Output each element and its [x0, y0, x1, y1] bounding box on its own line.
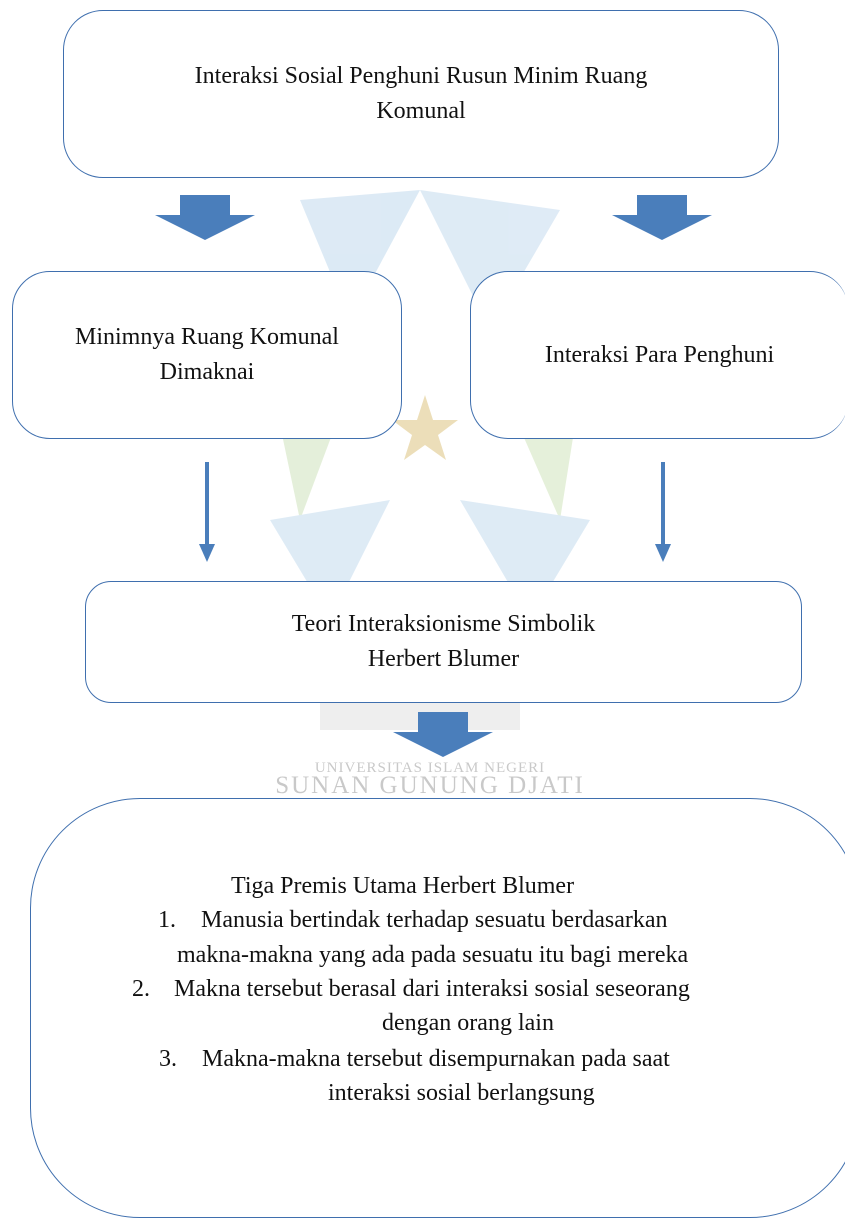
- theory-box-line2: Herbert Blumer: [367, 646, 520, 672]
- theory-box: Teori Interaksionisme Simbolik Herbert B…: [85, 581, 802, 703]
- top-box-line2: Komunal: [376, 98, 466, 124]
- premis-item-line1: Manusia bertindak terhadap sesuatu berda…: [201, 907, 668, 933]
- left-box-line1: Minimnya Ruang Komunal: [75, 324, 339, 351]
- left-box-line2: Dimaknai: [159, 359, 255, 385]
- premis-item-number: 1.: [158, 907, 176, 933]
- premis-item-line2: makna-makna yang ada pada sesuatu itu ba…: [177, 942, 689, 968]
- left-box-text: Minimnya Ruang Komunal Dimaknai: [75, 320, 339, 390]
- watermark-center-star: [392, 395, 458, 460]
- premis-title: Tiga Premis Utama Herbert Blumer: [231, 873, 575, 899]
- arrow-thin-right: [655, 462, 671, 562]
- watermark-university-line: UNIVERSITAS ISLAM NEGERI: [314, 760, 546, 776]
- right-box: Interaksi Para Penghuni: [470, 271, 845, 439]
- premis-item-line1: Makna-makna tersebut disempurnakan pada …: [202, 1046, 670, 1072]
- premis-item-number: 2.: [132, 976, 150, 1002]
- arrow-down-left: [155, 195, 255, 240]
- top-box: Interaksi Sosial Penghuni Rusun Minim Ru…: [63, 10, 779, 178]
- premis-item-line2: dengan orang lain: [382, 1010, 554, 1036]
- theory-box-line1: Teori Interaksionisme Simbolik: [291, 611, 596, 638]
- watermark-campus-line: SUNAN GUNUNG DJATI: [275, 772, 585, 799]
- top-box-text: Interaksi Sosial Penghuni Rusun Minim Ru…: [195, 59, 648, 129]
- premis-item-line1: Makna tersebut berasal dari interaksi so…: [174, 976, 690, 1002]
- premis-item-number: 3.: [159, 1046, 177, 1072]
- premis-item-line2: interaksi sosial berlangsung: [328, 1080, 595, 1106]
- arrow-thin-left: [199, 462, 215, 562]
- premis-box: [30, 798, 845, 1218]
- right-box-text: Interaksi Para Penghuni: [544, 341, 775, 368]
- top-box-line1: Interaksi Sosial Penghuni Rusun Minim Ru…: [194, 63, 648, 90]
- left-box: Minimnya Ruang Komunal Dimaknai: [12, 271, 402, 439]
- arrow-down-center: [393, 712, 493, 757]
- arrow-down-right: [612, 195, 712, 240]
- theory-box-text: Teori Interaksionisme Simbolik Herbert B…: [292, 607, 596, 677]
